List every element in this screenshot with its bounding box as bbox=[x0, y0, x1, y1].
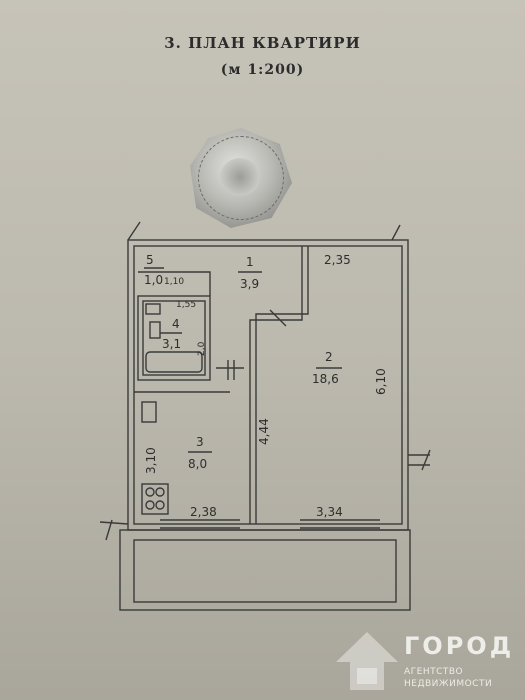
dim-6-10: 6,10 bbox=[374, 368, 388, 395]
inner-wall bbox=[133, 245, 403, 525]
stove-burner-3 bbox=[145, 500, 155, 510]
sink bbox=[145, 303, 161, 315]
room-3-number: 3 bbox=[196, 435, 204, 449]
partition-hall-room-inner bbox=[255, 246, 309, 524]
windows bbox=[160, 519, 380, 529]
room-2-area: 18,6 bbox=[312, 372, 339, 386]
agency-watermark: ГОРОД АГЕНТСТВО НЕДВИЖИМОСТИ bbox=[332, 628, 522, 698]
walls bbox=[99, 221, 431, 611]
toilet bbox=[149, 321, 161, 339]
balcony-outer bbox=[119, 529, 411, 611]
door-mark-2 bbox=[269, 309, 287, 327]
room-4-area: 3,1 bbox=[162, 337, 181, 351]
top-notches bbox=[127, 221, 401, 241]
kitchen-sink bbox=[141, 401, 157, 423]
right-notch bbox=[408, 449, 431, 471]
dim-4-44: 4,44 bbox=[257, 418, 271, 445]
plan-scale: (м 1:200) bbox=[220, 62, 305, 78]
room-5-area: 1,0 bbox=[144, 273, 163, 287]
partition-hall-room bbox=[249, 246, 303, 524]
room-1-area: 3,9 bbox=[240, 277, 259, 291]
agency-subtitle-line1: АГЕНТСТВО bbox=[404, 667, 464, 677]
room-3-area: 8,0 bbox=[188, 457, 207, 471]
agency-subtitle-line2: НЕДВИЖИМОСТИ bbox=[404, 679, 493, 689]
room-4-number: 4 bbox=[172, 317, 180, 331]
balcony-inner bbox=[133, 539, 397, 603]
plan-title: 3. ПЛАН КВАРТИРИ bbox=[164, 34, 361, 52]
bathroom-inner bbox=[142, 300, 206, 376]
agency-subtitle: АГЕНТСТВО НЕДВИЖИМОСТИ bbox=[404, 666, 492, 690]
bathtub bbox=[145, 351, 203, 373]
coin-photo bbox=[190, 128, 292, 228]
agency-name: ГОРОД bbox=[404, 632, 515, 660]
dim-2-35: 2,35 bbox=[324, 253, 351, 267]
bathroom-walls bbox=[137, 295, 211, 381]
dim-1-10: 1,10 bbox=[164, 277, 184, 287]
dim-2-38: 2,38 bbox=[190, 505, 217, 519]
dim-3-10: 3,10 bbox=[144, 447, 158, 474]
room-5-number: 5 bbox=[146, 253, 154, 267]
dim-3-34: 3,34 bbox=[316, 505, 343, 519]
room-1-number: 1 bbox=[246, 255, 254, 269]
stove-burner-4 bbox=[155, 500, 165, 510]
door-mark-1 bbox=[216, 360, 244, 380]
stove-burner-1 bbox=[145, 487, 155, 497]
stove-burner-2 bbox=[155, 487, 165, 497]
fraction-lines bbox=[144, 267, 342, 453]
stove bbox=[141, 483, 169, 515]
agency-logo-icon bbox=[336, 632, 398, 690]
dim-1-55: 1,55 bbox=[176, 300, 196, 310]
dim-2-0: 2,0 bbox=[197, 341, 207, 356]
room-2-number: 2 bbox=[325, 350, 333, 364]
balcony-notch bbox=[99, 519, 129, 541]
wc-walls bbox=[138, 271, 211, 296]
